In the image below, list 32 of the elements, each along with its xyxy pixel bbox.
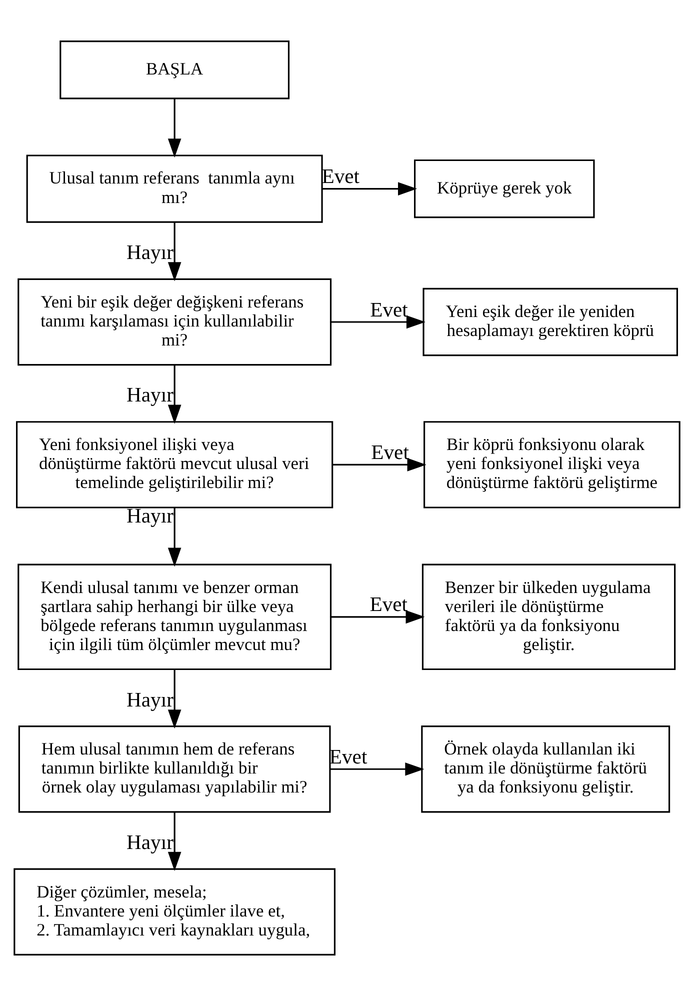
arrow [168, 98, 182, 158]
edge-label: Hayır [126, 506, 174, 528]
edge-label: Evet [371, 442, 409, 464]
arrow [168, 508, 182, 567]
edge-label: Evet [370, 594, 408, 616]
node-box: Ulusal tanım referans tanımla aynı mı? [26, 154, 323, 223]
edge-label: Hayır [126, 832, 174, 854]
node-box: BAŞLA [60, 40, 290, 100]
edge-label: Evet [370, 299, 408, 322]
arrow [330, 762, 424, 776]
node-box: Yeni fonksiyonel ilişki veya dönüştürme faktörü mevcut ulusal veri temelinde geliştirilebilir mi? [16, 421, 334, 508]
arrow [168, 222, 182, 282]
node-box: Diğer çözümler, mesela; 1. Envantere yeni ölçümler ilave et, 2. Tamamlayıcı veri kaynakları uygula, [14, 868, 336, 956]
edge-label: Hayır [126, 242, 174, 264]
edge-label: Hayır [126, 384, 174, 407]
node-box: Kendi ulusal tanımı ve benzer orman şartlara sahip herhangi bir ülke veya bölgede referans tanımın uygulanması için ilgili tüm ölçümler mevcut mu? [18, 564, 332, 670]
arrow [322, 182, 418, 196]
arrow [168, 669, 182, 729]
node-box: Yeni bir eşik değer değişkeni referans tanımı karşılaması için kullanılabilir mi? [18, 278, 332, 366]
arrow [168, 812, 182, 871]
node-box: Yeni eşik değer ile yeniden hesaplamayı gerektiren köprü [422, 288, 678, 356]
node-box: Hem ulusal tanımın hem de referans tanımın birlikte kullanıldığı bir örnek olay uygulaması yapılabilir mi? [18, 726, 331, 813]
edge-label: Hayır [126, 689, 174, 712]
arrow [332, 458, 426, 472]
arrow [331, 610, 425, 624]
arrow [331, 315, 426, 329]
node-box: Köprüye gerek yok [414, 159, 595, 218]
edge-label: Evet [329, 746, 368, 768]
node-box: Örnek olayda kullanılan iki tanım ile dönüştürme faktörü ya da fonksiyonu geliştir. [421, 726, 670, 813]
arrow [168, 364, 182, 424]
node-box: Benzer bir ülkeden uygulama verileri ile dönüştürme faktörü ya da fonksiyonu geliştir. [422, 564, 676, 670]
node-box: Bir köprü fonksiyonu olarak yeni fonksiyonel ilişki veya dönüştürme faktörü geliştirme [424, 421, 680, 508]
